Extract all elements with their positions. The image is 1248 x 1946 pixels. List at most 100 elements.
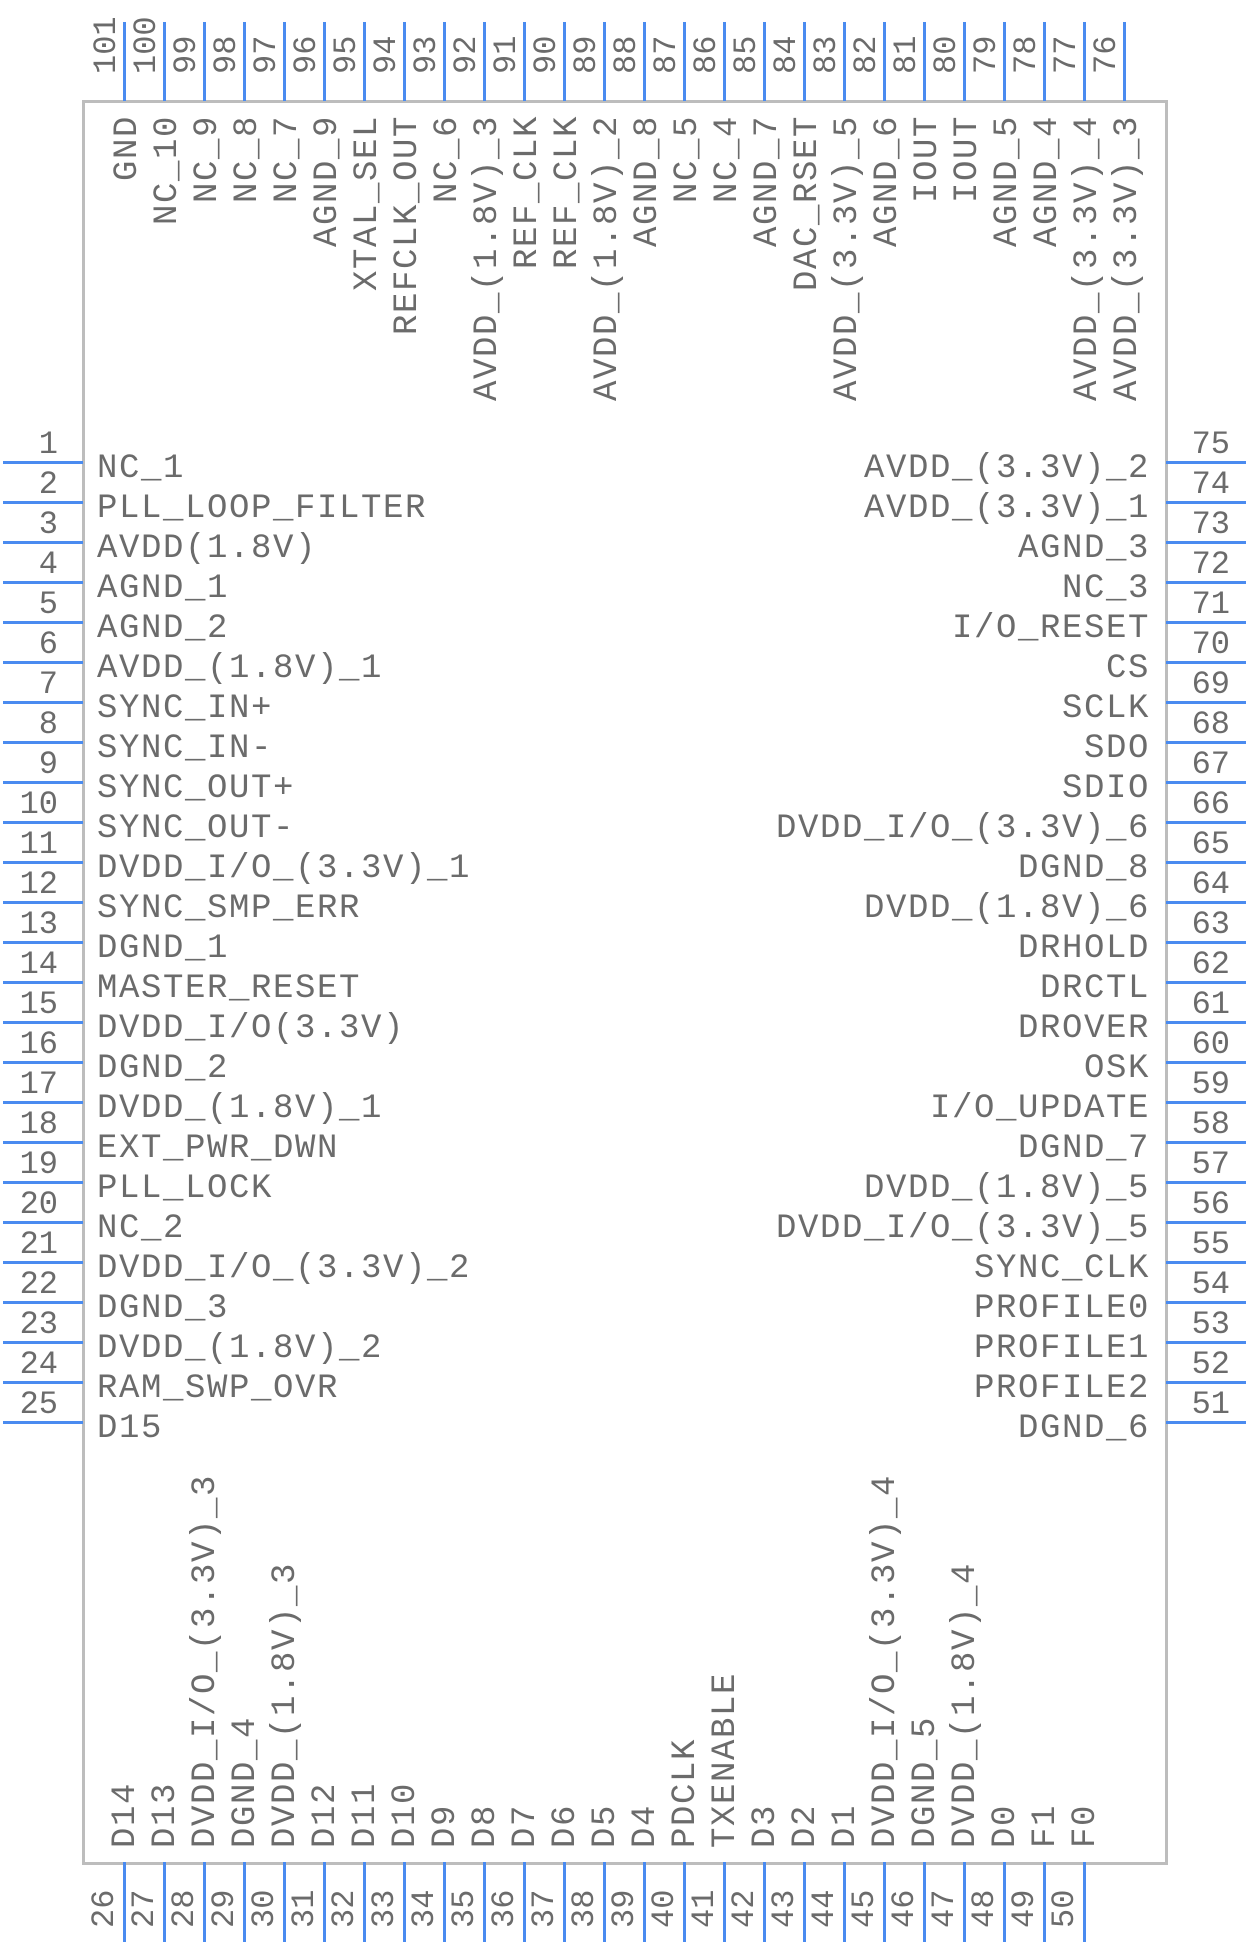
pin-lead bbox=[762, 22, 766, 101]
pin-number: 54 bbox=[1191, 1266, 1230, 1303]
pin-lead bbox=[1166, 1380, 1246, 1384]
pin-lead bbox=[842, 1862, 846, 1942]
pin-lead bbox=[1166, 1140, 1246, 1144]
pin-name: PLL_LOCK bbox=[97, 1170, 274, 1208]
pin-name: DVDD_I/O_(3.3V)_2 bbox=[97, 1250, 472, 1288]
pin-lead bbox=[1166, 1100, 1246, 1104]
pin-number: 8 bbox=[38, 706, 58, 743]
pin-name: AVDD_(3.3V)_3 bbox=[1109, 115, 1147, 402]
pin-name: AGND_2 bbox=[97, 610, 230, 648]
pin-name: DGND_7 bbox=[1017, 1130, 1150, 1168]
pin-name: TXENABLE bbox=[707, 1671, 745, 1848]
pin-lead bbox=[1166, 660, 1246, 664]
pin-lead bbox=[642, 22, 646, 101]
pin-number: 20 bbox=[19, 1186, 58, 1223]
pin-number: 93 bbox=[408, 35, 445, 74]
pin-name: SDIO bbox=[1061, 770, 1150, 808]
pin-number: 1 bbox=[38, 426, 58, 463]
pin-lead bbox=[3, 1020, 83, 1024]
pin-number: 16 bbox=[19, 1026, 58, 1063]
pin-number: 60 bbox=[1191, 1026, 1230, 1063]
pin-lead bbox=[162, 1862, 166, 1942]
pin-lead bbox=[1082, 22, 1086, 101]
pin-name: RAM_SWP_OVR bbox=[97, 1370, 340, 1408]
pin-lead bbox=[962, 22, 966, 101]
pin-lead bbox=[242, 22, 246, 101]
pin-lead bbox=[282, 22, 286, 101]
pin-lead bbox=[362, 1862, 366, 1942]
pin-lead bbox=[1166, 1180, 1246, 1184]
pin-lead bbox=[1166, 1260, 1246, 1264]
pin-name: REF_CLK bbox=[509, 115, 547, 270]
pin-name: AGND_3 bbox=[1017, 530, 1150, 568]
pin-name: D15 bbox=[97, 1410, 164, 1448]
pin-number: 100 bbox=[128, 16, 165, 74]
pin-name: I/O_RESET bbox=[951, 610, 1150, 648]
pin-lead bbox=[882, 22, 886, 101]
pin-lead bbox=[842, 22, 846, 101]
pin-number: 86 bbox=[688, 35, 725, 74]
pin-number: 81 bbox=[888, 35, 925, 74]
pin-lead bbox=[1166, 1340, 1246, 1344]
pin-name: CS bbox=[1105, 650, 1150, 688]
pin-name: D13 bbox=[147, 1781, 185, 1848]
pin-lead bbox=[3, 900, 83, 904]
pin-lead bbox=[3, 1060, 83, 1064]
pin-number: 13 bbox=[19, 906, 58, 943]
pin-number: 28 bbox=[166, 1889, 203, 1928]
pin-number: 30 bbox=[246, 1889, 283, 1928]
pin-number: 2 bbox=[38, 466, 58, 503]
pin-name: AVDD(1.8V) bbox=[97, 530, 318, 568]
pin-name: REFCLK_OUT bbox=[389, 115, 427, 336]
pin-number: 85 bbox=[728, 35, 765, 74]
pin-number: 18 bbox=[19, 1106, 58, 1143]
pin-lead bbox=[1042, 22, 1046, 101]
pin-number: 75 bbox=[1191, 426, 1230, 463]
pin-number: 47 bbox=[926, 1889, 963, 1928]
pin-name: D12 bbox=[307, 1781, 345, 1848]
pin-lead bbox=[402, 1862, 406, 1942]
pin-lead bbox=[562, 1862, 566, 1942]
pin-number: 49 bbox=[1006, 1889, 1043, 1928]
pin-number: 84 bbox=[768, 35, 805, 74]
pin-lead bbox=[3, 940, 83, 944]
pin-lead bbox=[962, 1862, 966, 1942]
pin-name: DVDD_I/O_(3.3V)_3 bbox=[187, 1473, 225, 1848]
pin-number: 64 bbox=[1191, 866, 1230, 903]
pin-name: D2 bbox=[787, 1803, 825, 1848]
pin-name: SYNC_IN- bbox=[97, 730, 274, 768]
pin-lead bbox=[1166, 820, 1246, 824]
pin-name: SYNC_OUT+ bbox=[97, 770, 296, 808]
pin-number: 92 bbox=[448, 35, 485, 74]
pin-lead bbox=[322, 22, 326, 101]
pin-name: AVDD_(1.8V)_1 bbox=[97, 650, 384, 688]
pin-lead bbox=[522, 22, 526, 101]
pin-name: DVDD_I/O(3.3V) bbox=[97, 1010, 406, 1048]
pin-number: 77 bbox=[1048, 35, 1085, 74]
pin-number: 48 bbox=[966, 1889, 1003, 1928]
pin-lead bbox=[3, 980, 83, 984]
pin-lead bbox=[282, 1862, 286, 1942]
pin-lead bbox=[3, 580, 83, 584]
pin-lead bbox=[722, 22, 726, 101]
pin-name: DRHOLD bbox=[1017, 930, 1150, 968]
pin-lead bbox=[3, 820, 83, 824]
pin-lead bbox=[1166, 940, 1246, 944]
pin-name: DVDD_I/O_(3.3V)_5 bbox=[775, 1210, 1150, 1248]
pin-name: OSK bbox=[1083, 1050, 1150, 1088]
pin-name: AGND_5 bbox=[989, 115, 1027, 248]
pin-name: DGND_8 bbox=[1017, 850, 1150, 888]
pin-name: REF_CLK bbox=[549, 115, 587, 270]
pin-lead bbox=[1166, 500, 1246, 504]
pin-number: 7 bbox=[38, 666, 58, 703]
pin-number: 58 bbox=[1191, 1106, 1230, 1143]
pin-number: 90 bbox=[528, 35, 565, 74]
pin-name: DGND_5 bbox=[907, 1715, 945, 1848]
pin-name: DVDD_(1.8V)_6 bbox=[863, 890, 1150, 928]
pin-name: AVDD_(1.8V)_3 bbox=[469, 115, 507, 402]
pin-lead bbox=[402, 22, 406, 101]
pin-lead bbox=[3, 740, 83, 744]
pin-number: 44 bbox=[806, 1889, 843, 1928]
pin-name: GND bbox=[109, 115, 147, 182]
pin-lead bbox=[1122, 22, 1126, 101]
